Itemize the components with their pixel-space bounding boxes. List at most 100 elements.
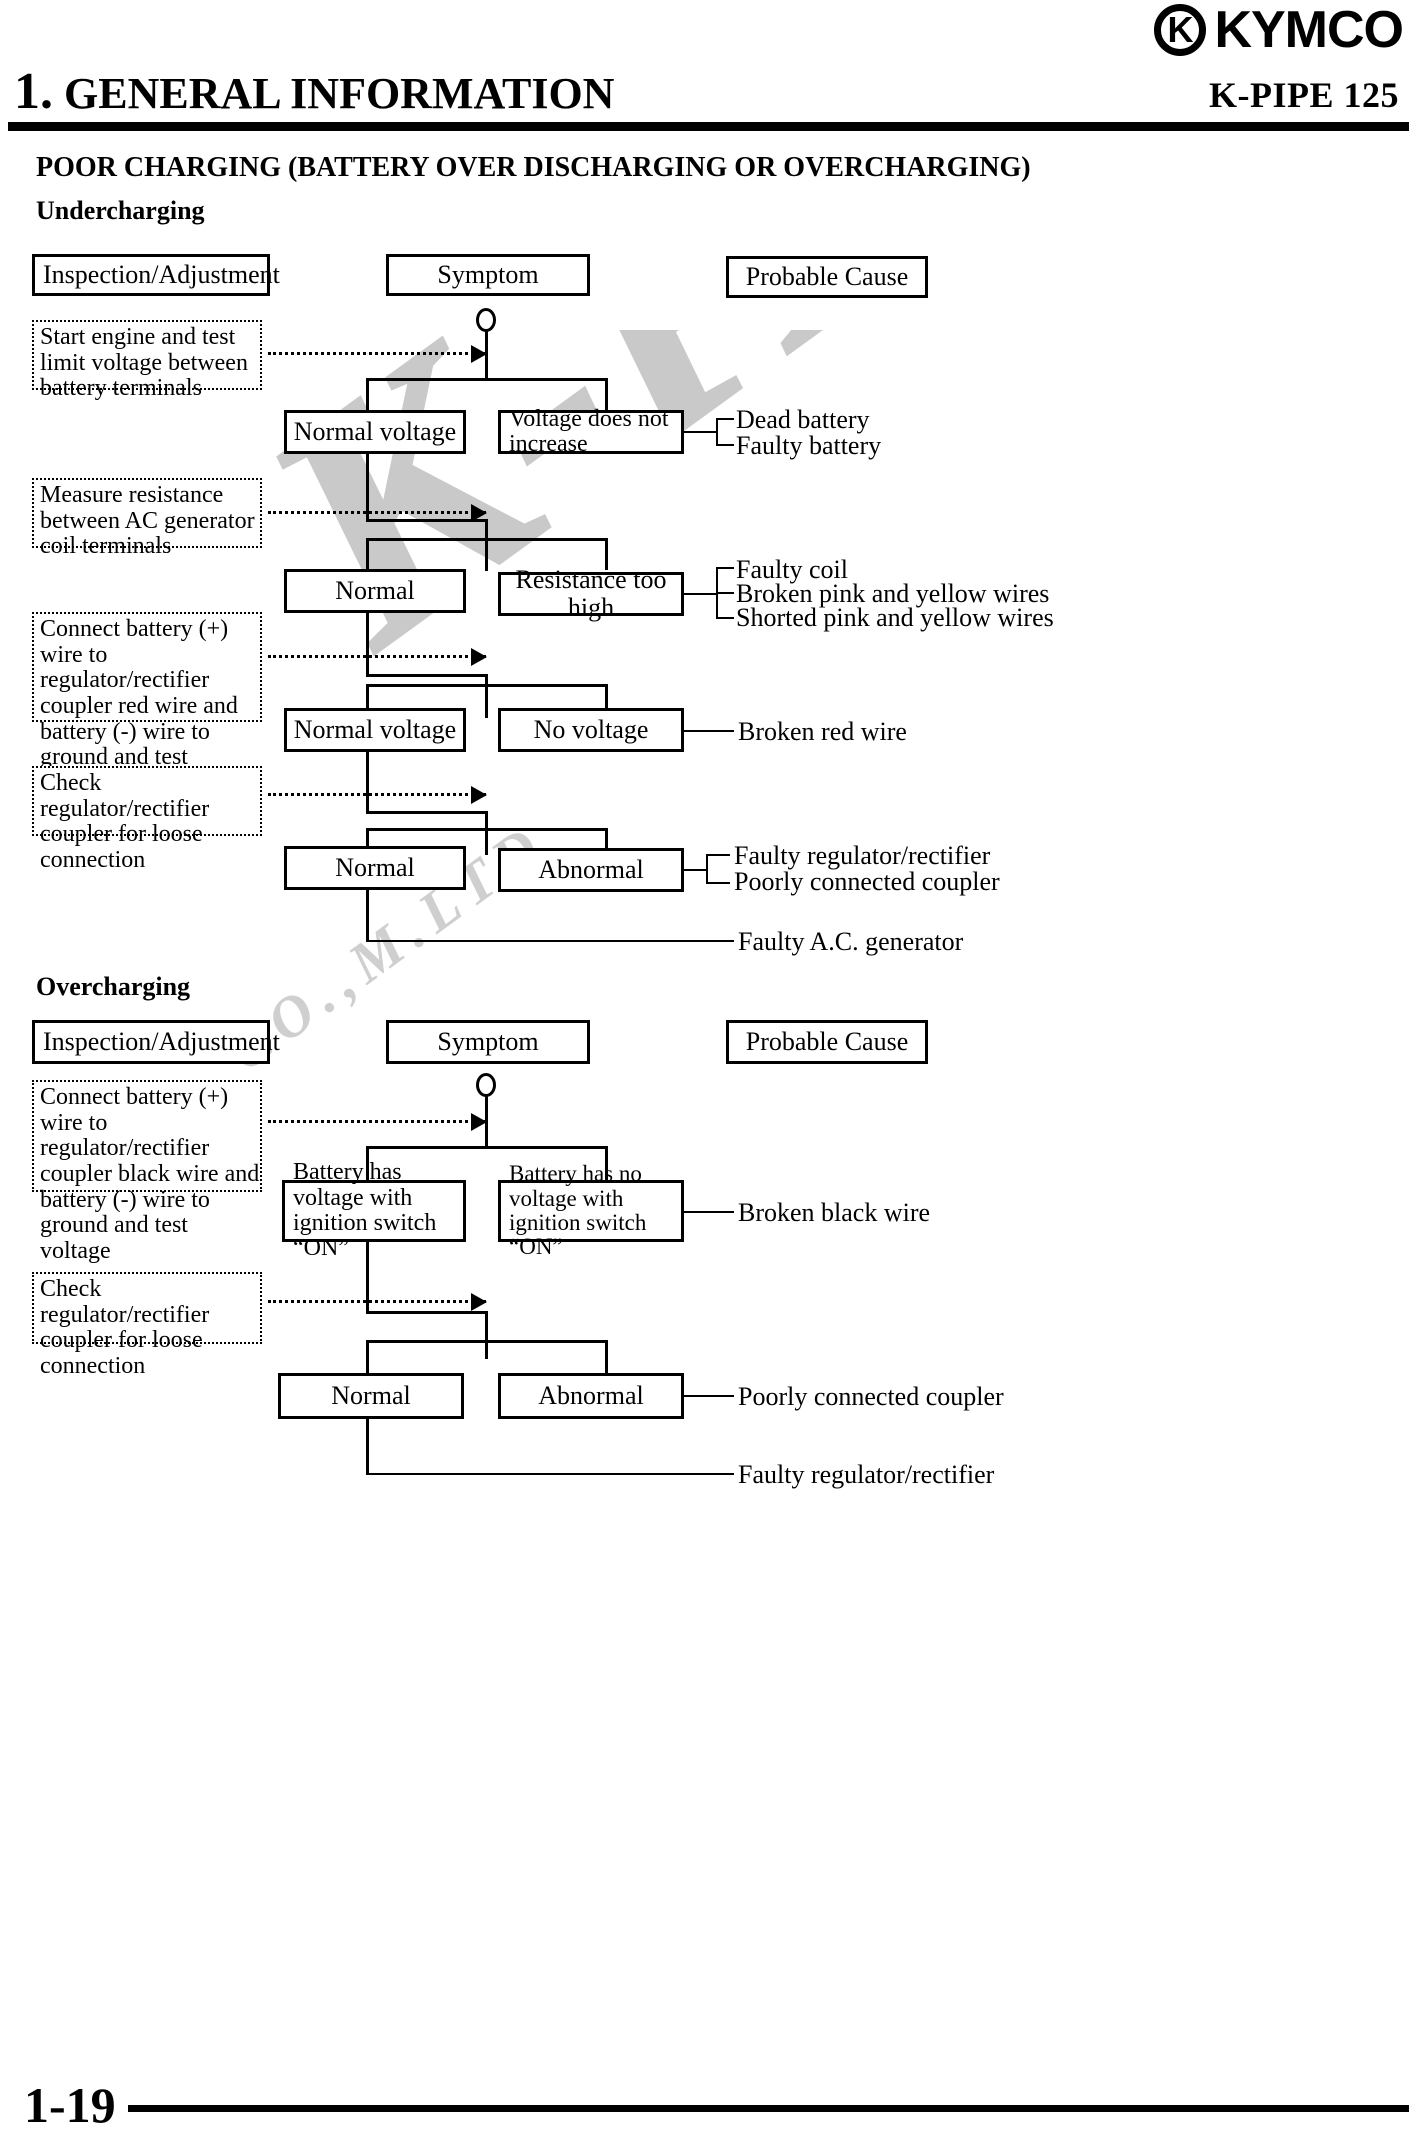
flow-start-marker-2 <box>476 1073 496 1097</box>
column-header-inspection-2: Inspection/Adjustment <box>32 1020 280 1064</box>
cause-bracket-1-4 <box>706 854 708 884</box>
step-box-1-1: Start engine and test limit voltage betw… <box>32 320 262 401</box>
flow-down-1-1 <box>366 454 369 522</box>
arrow-head-icon <box>471 1292 487 1311</box>
cause-tick-1-1-a <box>716 418 734 420</box>
final-cause-line-2 <box>366 1473 734 1475</box>
flow-spine-1-1 <box>485 519 488 571</box>
cause-label-1-3-a: Broken red wire <box>738 717 907 746</box>
cause-stem-1-1 <box>684 431 718 433</box>
column-header-symptom-1: Symptom <box>386 254 590 296</box>
branch-bar-1-4 <box>366 828 608 831</box>
result-box-normal-1-2: Normal <box>284 569 466 613</box>
result-box-normal-1-1: Normal voltage <box>284 410 466 454</box>
result-box-normal-1-4: Normal <box>284 846 466 890</box>
cause-label-1-4-b: Poorly connected coupler <box>734 867 1000 896</box>
section-title-overcharging: Overcharging <box>36 972 191 1001</box>
cause-label-1-2-b: Broken pink and yellow wires <box>736 579 1050 608</box>
flow-jog-1-2 <box>366 674 488 677</box>
branch-bar-1-3 <box>366 684 608 687</box>
step-box-2-1: Connect battery (+) wire to regulator/re… <box>32 1080 262 1264</box>
kymco-logo: KYMCO <box>1154 1 1404 59</box>
result-box-normal-2-1: Battery has voltage with ignition switch… <box>282 1159 466 1261</box>
column-header-symptom-2: Symptom <box>386 1020 590 1064</box>
cause-bracket-1-1 <box>716 418 718 446</box>
model-name: K-PIPE 125 <box>1209 75 1399 115</box>
flow-down-2-1 <box>366 1242 369 1314</box>
flow-spine-2-1 <box>485 1311 488 1359</box>
step-box-2-2: Check regulator/rectifier coupler for lo… <box>32 1272 262 1379</box>
flow-arrow-1-3 <box>268 647 487 666</box>
arrow-shaft <box>268 1300 486 1303</box>
flow-arrow-1-2 <box>268 503 487 522</box>
branch-leg-left-1-3 <box>366 684 369 710</box>
flow-spine-1-3 <box>485 811 488 855</box>
step-box-1-3: Connect battery (+) wire to regulator/re… <box>32 612 262 796</box>
branch-leg-right-2-1 <box>605 1146 608 1180</box>
cause-stem-1-3 <box>684 730 734 732</box>
arrow-head-icon <box>471 503 487 522</box>
arrow-shaft <box>268 352 486 355</box>
final-cause-label-1: Faulty A.C. generator <box>738 927 964 956</box>
arrow-head-icon <box>471 647 487 666</box>
branch-bar-1-2 <box>366 538 608 541</box>
result-box-normal-2-2: Normal <box>278 1373 464 1419</box>
flow-arrow-1-4 <box>268 785 487 804</box>
cause-tick-1-4-b <box>706 882 730 884</box>
branch-leg-left-1-2 <box>366 538 369 570</box>
result-box-normal-1-3: Normal voltage <box>284 708 466 752</box>
flow-down-2-2 <box>366 1419 369 1475</box>
step-box-1-4: Check regulator/rectifier coupler for lo… <box>32 766 262 873</box>
arrow-head-icon <box>471 1112 487 1131</box>
column-header-cause-2: Probable Cause <box>726 1020 928 1064</box>
branch-leg-left-2-2 <box>366 1340 369 1374</box>
cause-stem-2-1 <box>684 1211 734 1213</box>
branch-bar-1-1 <box>366 378 608 381</box>
chapter-title-text: GENERAL INFORMATION <box>64 69 615 118</box>
chapter-number: 1. <box>14 63 53 120</box>
cause-tick-1-1-b <box>716 444 734 446</box>
cause-stem-2-2 <box>684 1395 734 1397</box>
flow-down-1-2 <box>366 613 369 677</box>
result-box-abnormal-1-1: Voltage does not increase <box>498 406 684 457</box>
branch-leg-right-1-2 <box>605 538 608 570</box>
flow-jog-1-3 <box>366 811 488 814</box>
flow-jog-1-1 <box>366 519 488 522</box>
final-cause-line-1 <box>366 940 734 942</box>
result-box-abnormal-2-1: Battery has no voltage with ignition swi… <box>498 1162 684 1259</box>
page-title: 1. GENERAL INFORMATION <box>14 62 614 121</box>
branch-leg-right-1-1 <box>605 378 608 410</box>
final-cause-label-2: Faulty regulator/rectifier <box>738 1460 995 1489</box>
arrow-shaft <box>268 1120 486 1123</box>
arrow-head-icon <box>471 344 487 363</box>
cause-label-1-1-a: Dead battery <box>736 405 870 434</box>
flow-start-marker-1 <box>476 308 496 332</box>
column-header-cause-1: Probable Cause <box>726 256 928 298</box>
branch-bar-2-1 <box>366 1146 608 1149</box>
cause-tick-1-4-a <box>706 854 730 856</box>
flow-spine-1-2 <box>485 674 488 718</box>
step-box-1-2: Measure resistance between AC generator … <box>32 478 262 559</box>
flow-arrow-1-1 <box>268 344 487 363</box>
cause-label-1-1-b: Faulty battery <box>736 431 882 460</box>
brand-name: KYMCO <box>1214 1 1404 59</box>
cause-stem-1-4 <box>684 869 708 871</box>
arrow-head-icon <box>471 785 487 804</box>
branch-leg-right-1-4 <box>605 828 608 848</box>
result-box-abnormal-2-2: Abnormal <box>498 1373 684 1419</box>
arrow-shaft <box>268 511 486 514</box>
cause-tick-1-2-a <box>716 567 734 569</box>
branch-leg-left-1-4 <box>366 828 369 848</box>
flow-arrow-2-1 <box>268 1112 487 1131</box>
cause-label-2-1-a: Broken black wire <box>738 1198 931 1227</box>
section-title-undercharging: Undercharging <box>36 196 205 225</box>
column-header-inspection-1: Inspection/Adjustment <box>32 254 280 296</box>
result-box-abnormal-1-2: Resistance too high <box>498 566 684 621</box>
cause-label-1-2-c: Shorted pink and yellow wires <box>736 603 1054 632</box>
cause-stem-1-2 <box>684 593 718 595</box>
result-box-abnormal-1-4: Abnormal <box>498 848 684 892</box>
arrow-shaft <box>268 655 486 658</box>
flow-down-1-3 <box>366 752 369 814</box>
header-divider <box>8 122 1409 131</box>
